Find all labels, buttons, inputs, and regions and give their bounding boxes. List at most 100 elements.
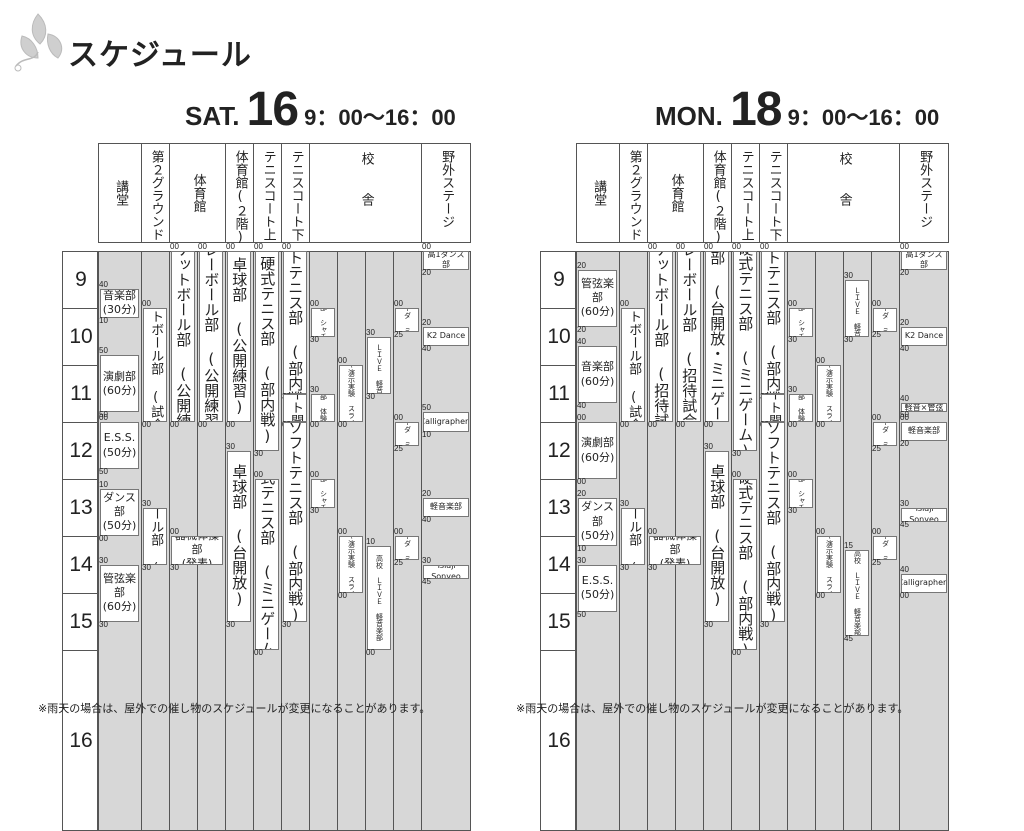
column-header-label: テニスコート上 (260, 150, 276, 241)
event-block: 演劇部 (60分) (578, 422, 617, 479)
event-block: K2 Dance (423, 326, 469, 347)
event-end-time: 25 (394, 557, 403, 567)
event-start-time: 00 (310, 470, 319, 479)
column-divider (703, 251, 704, 831)
column-divider (843, 251, 844, 831)
event-block: 高校 ＬＩＶＥ 軽音楽部 (845, 550, 869, 636)
event-start-time: 30 (577, 555, 586, 565)
event-block: 音楽部 (60分) (578, 346, 617, 404)
event-label: E.S.S. (50分) (580, 573, 615, 602)
column-divider (647, 251, 648, 831)
event-start-time: 00 (394, 299, 403, 308)
event-label: 高校 ＬＩＶＥ 軽音楽部 (375, 554, 384, 641)
event-start-time: 30 (310, 384, 319, 394)
event-label: ソフトテニス部 (部内戦) (764, 422, 783, 622)
column-header: 講堂 (576, 143, 619, 243)
event-end-time: 00 (226, 420, 235, 429)
event-start-time: 00 (732, 242, 741, 251)
event-end-time: 30 (226, 619, 235, 629)
column-header-label: テニスコート下 (766, 150, 782, 241)
column-header-label: 講堂 (113, 180, 129, 206)
column-header-label: 校舎 (358, 152, 374, 234)
event-start-time: 00 (198, 242, 207, 251)
hour-label: 14 (541, 537, 577, 594)
column-header-label: 第２グラウンド (148, 150, 164, 241)
event-label: Calligraphers (424, 416, 469, 426)
event-block: バレーボール部 (公開練習) (199, 251, 223, 422)
column-divider (281, 251, 282, 831)
event-label: E.S.S. (50分) (102, 431, 137, 459)
hour-label: 15 (541, 594, 577, 651)
hour-label: 9 (63, 252, 99, 309)
event-end-time: 30 (170, 562, 179, 572)
event-label: 卓球部 (台開放) (230, 464, 249, 608)
leaf-ornament-icon (14, 13, 63, 72)
event-label: 化学部 (演示実験 スライム体験) (348, 537, 356, 592)
column-header: テニスコート上 (253, 143, 281, 243)
column-header: 体育館 (169, 143, 225, 243)
event-start-time: 30 (422, 555, 431, 565)
event-label: 硬式テニス部 (ミニゲーム) (736, 251, 755, 451)
event-start-time: 30 (844, 270, 853, 280)
event-label: 硬式テニス部 (部内戦) (736, 479, 755, 650)
event-start-time: 20 (577, 488, 586, 498)
event-end-time: 30 (310, 505, 319, 515)
event-start-time: 00 (394, 527, 403, 536)
event-label: 軽音×管弦 (904, 403, 944, 412)
column-header-label: 野外ステージ (439, 150, 455, 228)
event-block: ソフトテニス部 (部内戦) (283, 422, 307, 622)
event-block: ソフトテニス部 (部内戦) (761, 422, 785, 622)
event-label: ソフトボール部 (試合) (626, 308, 642, 422)
hour-label: 11 (63, 366, 99, 423)
event-start-time: 15 (844, 541, 853, 551)
column-header-label: 第２グラウンド (626, 150, 642, 241)
page-title: スケジュール (68, 38, 252, 73)
event-end-time: 25 (394, 329, 403, 339)
event-label: ソフトボール部 (体験) (148, 509, 163, 564)
event-block: ソフトテニス部 (部内戦) (283, 251, 307, 394)
event-start-time: 20 (900, 317, 909, 327)
event-label: エントリーダ ミニ説明会 (882, 309, 890, 331)
event-start-time: 00 (676, 242, 685, 251)
hour-label: 12 (63, 423, 99, 480)
event-end-time: 00 (732, 648, 741, 657)
event-block: K2 Dance (901, 326, 947, 347)
column-divider (899, 251, 900, 831)
event-start-time: 00 (338, 527, 347, 536)
event-start-time: 20 (422, 317, 431, 327)
event-start-time: 20 (577, 260, 586, 270)
event-block: バレーボール部 (招待試合) (677, 251, 701, 422)
column-divider (169, 251, 170, 831)
event-start-time: 30 (142, 498, 151, 508)
event-label: エントリーダ ミニ説明会 (882, 423, 890, 445)
event-end-time: 20 (900, 267, 909, 277)
event-start-time: 00 (816, 356, 825, 365)
event-end-time: 00 (676, 420, 685, 429)
event-block: 生物部 シャチ劇場 (311, 479, 335, 508)
event-label: コート開放 (288, 394, 303, 421)
column-divider (871, 251, 872, 831)
event-label: Tsiaji Sonyeo (909, 507, 939, 522)
event-start-time: 00 (760, 242, 769, 251)
event-end-time: 00 (704, 420, 713, 429)
event-block: E.S.S. (50分) (578, 564, 617, 612)
day-date: 18 (730, 83, 782, 136)
event-block: E.S.S. (50分) (100, 422, 139, 470)
event-label: 生物部 シャチ劇場 (798, 480, 806, 507)
event-block: ソフトボール部 (試合) (621, 308, 645, 422)
event-end-time: 00 (788, 420, 797, 429)
event-end-time: 30 (254, 448, 263, 458)
event-start-time: 00 (142, 299, 151, 308)
rain-note: ※雨天の場合は、屋外での催し物のスケジュールが変更になることがあります。 (38, 702, 431, 715)
event-start-time: 00 (872, 527, 881, 536)
event-block: エントリーダ ミニ説明会 (873, 422, 897, 446)
event-label: 化学部 (演示実験 スライム体験) (826, 537, 834, 592)
event-end-time: 30 (282, 619, 291, 629)
event-label: エントリーダ ミニ説明会 (882, 537, 890, 559)
column-header-label: 体育館 (190, 173, 206, 213)
column-header: テニスコート上 (731, 143, 759, 243)
event-start-time: 00 (620, 299, 629, 308)
event-block: 化学部 (演示実験 スライム体験) (817, 365, 841, 422)
event-label: Tsiaji Sonyeo (431, 564, 461, 579)
column-header: 第２グラウンド (141, 143, 169, 243)
